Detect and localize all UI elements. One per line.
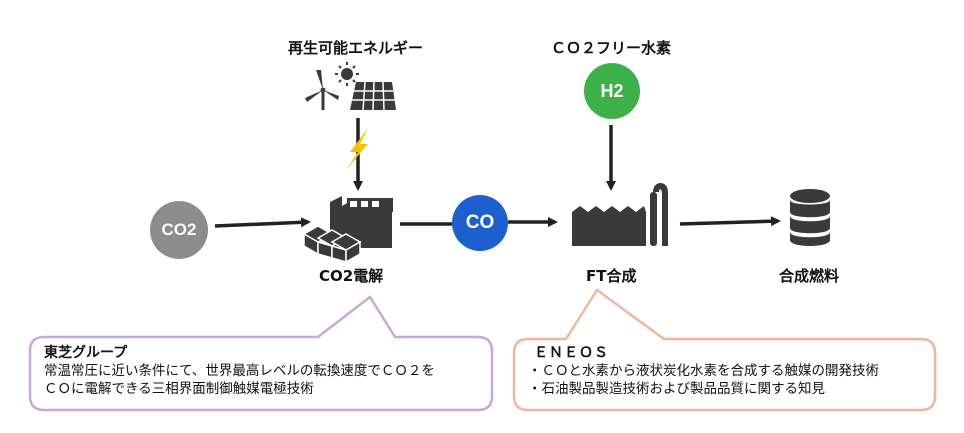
lightning-bolt-icon [346, 128, 368, 170]
co-node: CO [452, 195, 508, 251]
co2-free-hydrogen-label: ＣＯ２フリー水素 [551, 39, 672, 57]
electrolysis-factory-icon [302, 196, 393, 264]
eneos-callout-line-1: ・ＣＯと水素から液状炭化水素を合成する触媒の開発技術 [528, 363, 879, 379]
solar-panel-icon [350, 81, 396, 111]
synthetic-fuel-label: 合成燃料 [779, 267, 840, 285]
toshiba-callout-line-2: ＣＯに電解できる三相界面制御触媒電極技術 [44, 381, 314, 397]
ft-synthesis-label: FT合成 [586, 267, 637, 285]
wind-turbine-icon [305, 70, 339, 110]
ft-plant-icon [572, 183, 668, 246]
h2-node: H2 [584, 63, 640, 119]
toshiba-callout-title: 東芝グループ [44, 345, 128, 361]
renewable-energy-label: 再生可能エネルギー [288, 39, 424, 57]
sun-icon [335, 62, 359, 86]
toshiba-callout: 東芝グループ 常温常圧に近い条件にて、世界最高レベルの転換速度でＣＯ２を ＣＯに… [44, 344, 435, 398]
eneos-callout-line-2: ・石油製品製造技術および製品品質に関する知見 [528, 381, 825, 397]
arrow-ft-to-fuel [679, 216, 781, 227]
arrow-co2-to-electrolysis [214, 217, 311, 228]
eneos-callout-title: ＥＮＥＯＳ [534, 345, 609, 361]
fuel-drum-icon [790, 189, 830, 246]
toshiba-callout-line-1: 常温常圧に近い条件にて、世界最高レベルの転換速度でＣＯ２を [44, 363, 435, 379]
toshiba-callout-shape [28, 295, 494, 412]
eneos-callout-shape [512, 288, 937, 412]
co2-node: CO2 [150, 201, 208, 259]
co2-electrolysis-label: CO2電解 [319, 267, 384, 285]
eneos-callout: ＥＮＥＯＳ ・ＣＯと水素から液状炭化水素を合成する触媒の開発技術 ・石油製品製造… [528, 344, 879, 398]
